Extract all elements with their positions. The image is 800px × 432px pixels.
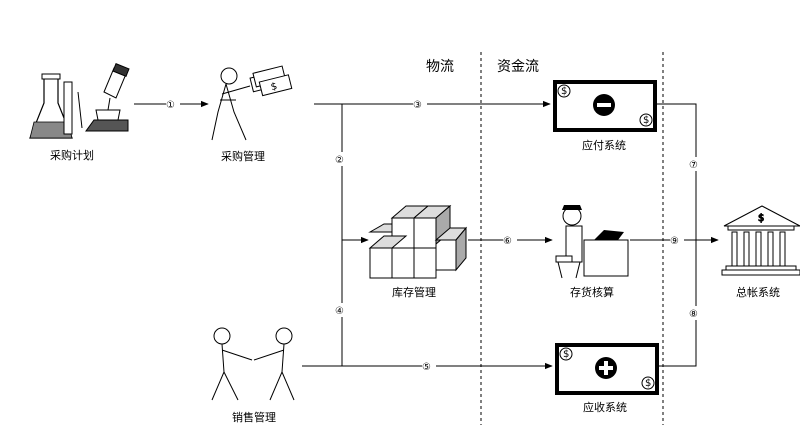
cube-stack-icon [368,204,468,279]
currency-mark: $ [643,115,649,126]
svg-text:④: ④ [335,306,344,317]
step-marker-9: ⑨ [670,233,684,247]
svg-text:⑨: ⑨ [670,236,679,247]
step-marker-5: ⑤ [422,359,436,373]
label-purchase-mgmt: 采购管理 [221,149,265,163]
svg-text:⑤: ⑤ [422,362,431,373]
svg-text:②: ② [335,155,344,166]
label-general-ledger: 总帐系统 [736,285,780,299]
currency-mark: $ [563,349,569,360]
step-marker-8: ⑧ [689,306,703,320]
lab-flask-icon [29,73,73,139]
label-sales-mgmt: 销售管理 [232,410,276,424]
accountant-desk-icon [555,205,629,279]
label-purchase-plan: 采购计划 [50,148,94,162]
header-logistics: 物流 [426,59,454,75]
banknote-minus-icon: $ $ [553,80,657,132]
step-marker-3: ③ [413,97,427,111]
step-marker-6: ⑥ [503,233,517,247]
bank-icon: $ [721,205,800,276]
currency-mark: $ [561,86,567,97]
svg-text:⑧: ⑧ [689,309,698,320]
handshake-icon [211,327,295,401]
svg-text:⑥: ⑥ [503,236,512,247]
svg-text:⑦: ⑦ [689,160,698,171]
banknote-plus-icon: $ $ [555,343,659,395]
label-inventory-mgmt: 库存管理 [392,285,436,299]
svg-text:③: ③ [413,100,422,111]
microscope-icon [77,63,130,132]
money-runner-icon: $ [211,65,293,141]
step-marker-2: ② [335,152,349,166]
label-receivable: 应收系统 [583,400,627,414]
connector-receivable-to-ledger [659,240,697,367]
svg-text:$: $ [270,81,279,93]
svg-text:①: ① [166,100,175,111]
step-marker-1: ① [166,97,180,111]
currency-mark: $ [758,213,764,224]
label-payable: 应付系统 [582,138,626,152]
connector-payable-to-ledger [657,103,697,240]
step-marker-4: ④ [335,303,349,317]
currency-mark: $ [645,378,651,389]
header-fund-flow: 资金流 [497,59,539,75]
step-marker-7: ⑦ [689,157,703,171]
label-inventory-accounting: 存货核算 [570,285,614,299]
